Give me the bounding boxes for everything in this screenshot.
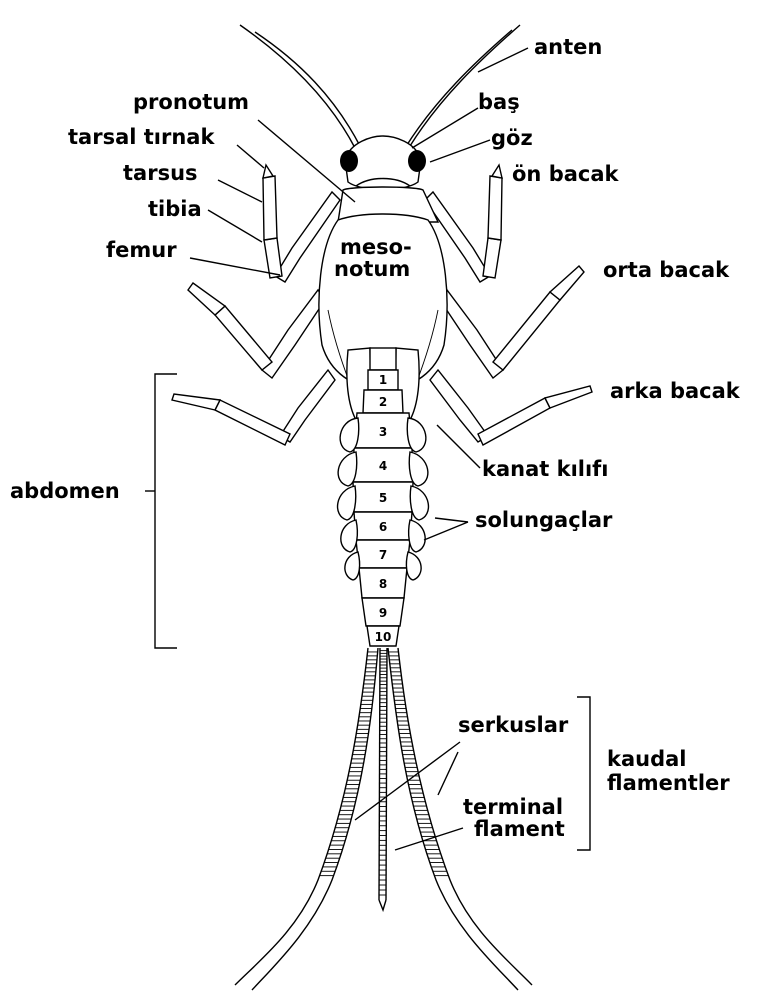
- label-terminal-line2: flament: [474, 819, 565, 840]
- label-tibia: tibia: [148, 199, 202, 220]
- label-terminal-line1: terminal: [463, 797, 563, 818]
- label-orta-bacak: orta bacak: [603, 260, 729, 281]
- right-eye: [408, 150, 426, 172]
- label-femur: femur: [106, 240, 177, 261]
- label-kaudal-line1: kaudal: [607, 749, 687, 770]
- label-pronotum: pronotum: [133, 92, 249, 113]
- label-arka-bacak: arka bacak: [610, 381, 740, 402]
- left-eye: [340, 150, 358, 172]
- label-abdomen: abdomen: [10, 481, 120, 502]
- label-goz: göz: [491, 128, 533, 149]
- segment-number: 1: [379, 373, 387, 387]
- label-mesonotum-line1: meso-: [340, 237, 412, 258]
- label-tarsal-tirnak: tarsal tırnak: [68, 127, 214, 148]
- label-kanat-kilifi: kanat kılıfı: [482, 459, 609, 480]
- label-mesonotum-line2: notum: [334, 259, 410, 280]
- segment-number: 3: [379, 425, 387, 439]
- segment-number: 9: [379, 606, 387, 620]
- label-solungaclar: solungaçlar: [475, 510, 612, 531]
- label-bas: baş: [478, 92, 520, 113]
- segment-number: 5: [379, 491, 387, 505]
- segment-number: 4: [379, 459, 387, 473]
- segment-number: 8: [379, 577, 387, 591]
- label-serkuslar: serkuslar: [458, 715, 568, 736]
- segment-number: 7: [379, 548, 387, 562]
- antennae: [240, 25, 520, 148]
- segment-number: 6: [379, 520, 387, 534]
- segment-number: 10: [375, 630, 392, 644]
- label-tarsus: tarsus: [123, 163, 198, 184]
- label-on-bacak: ön bacak: [512, 164, 618, 185]
- segment-number: 2: [379, 395, 387, 409]
- label-kaudal-line2: flamentler: [607, 773, 730, 794]
- label-anten: anten: [534, 37, 602, 58]
